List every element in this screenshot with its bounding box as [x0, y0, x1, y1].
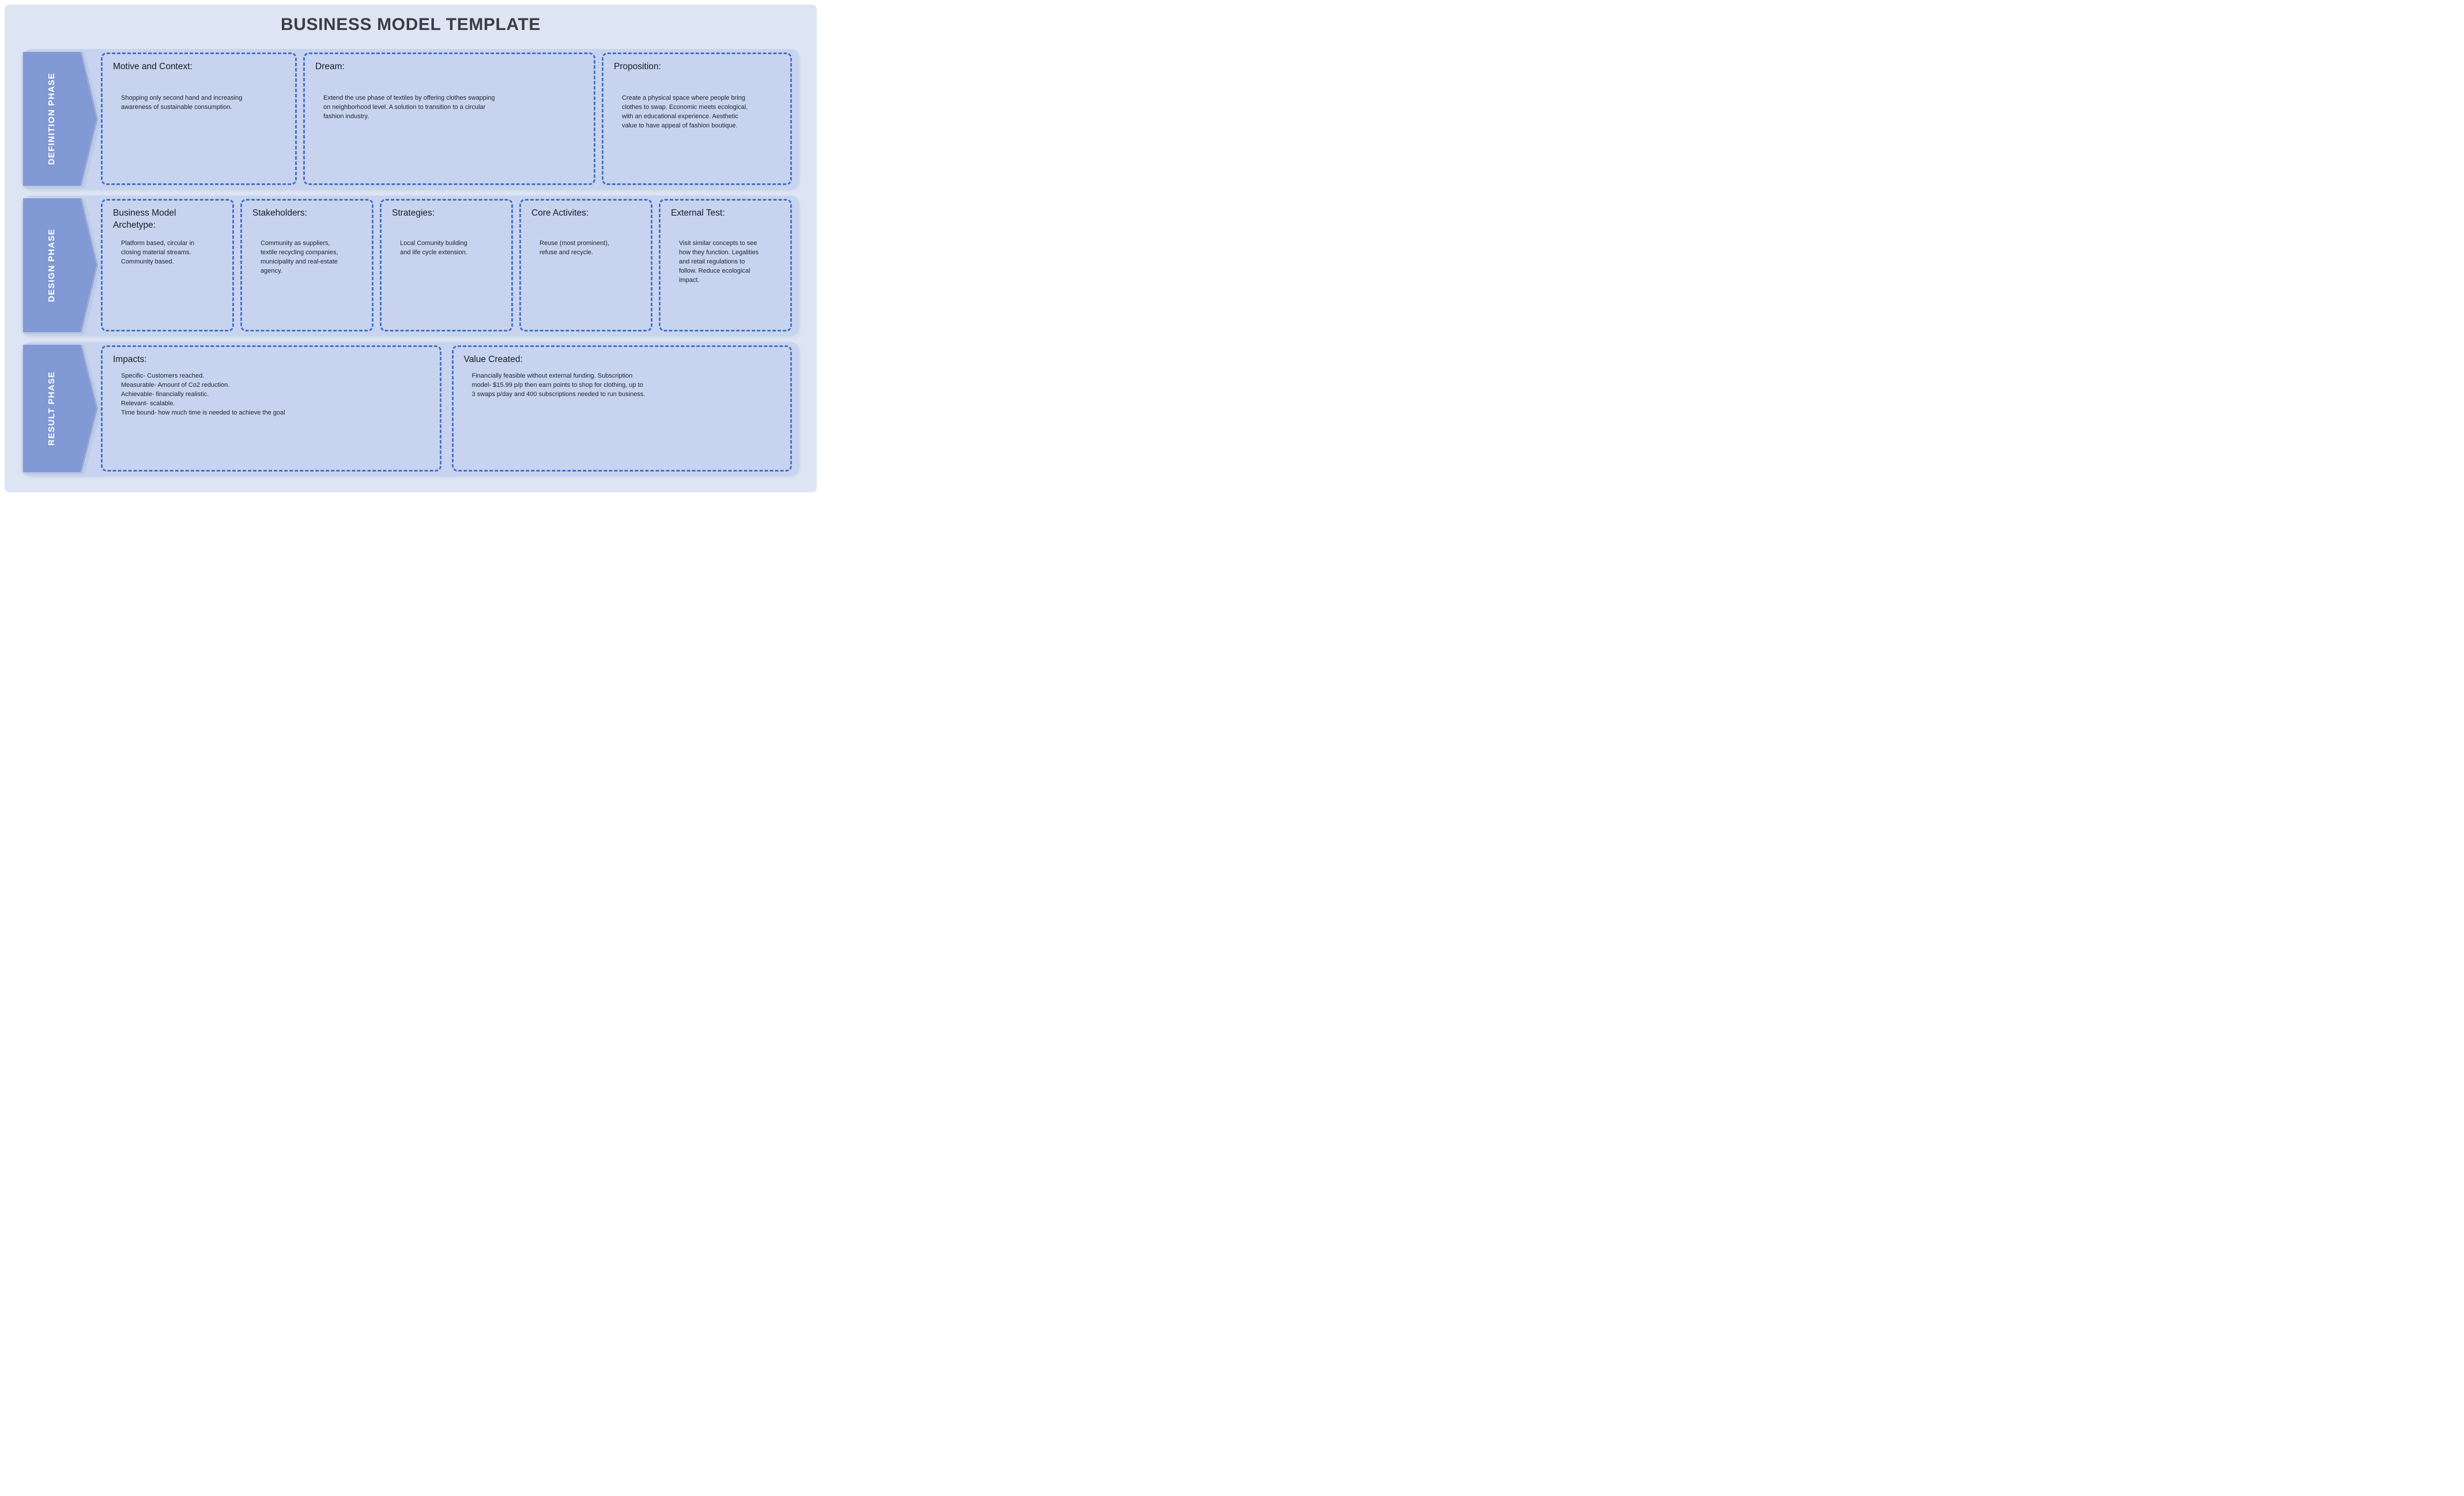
result-phase-boxes: Impacts: Specific- Customers reached. Me… — [101, 345, 792, 472]
design-phase-band: DESIGN PHASE Business Model Archetype: P… — [22, 195, 799, 335]
box-heading: Core Activites: — [531, 208, 589, 218]
strategies-box: Strategies: Local Comunity building and … — [380, 199, 513, 331]
box-body: Platform based, circular in closing mate… — [121, 240, 195, 265]
definition-phase-label: DEFINITION PHASE — [47, 72, 56, 165]
box-body: Extend the use phase of textiles by offe… — [323, 94, 495, 120]
stakeholders-box: Stakeholders: Community as suppliers, te… — [240, 199, 373, 331]
box-body: Create a physical space where people bri… — [622, 94, 748, 129]
box-heading: Motive and Context: — [113, 62, 193, 71]
external-test-box: External Test: Visit similar concepts to… — [659, 199, 792, 331]
box-heading: Dream: — [315, 62, 345, 71]
result-phase-arrow: RESULT PHASE — [23, 345, 100, 472]
template-panel: BUSINESS MODEL TEMPLATE DEFINITION PHASE… — [5, 5, 817, 492]
definition-phase-arrow: DEFINITION PHASE — [23, 52, 100, 186]
core-activities-box: Core Activites: Reuse (most prominent), … — [519, 199, 652, 331]
business-model-template-page: BUSINESS MODEL TEMPLATE DEFINITION PHASE… — [0, 0, 821, 499]
box-body: Shopping only second hand and increasing… — [121, 94, 243, 111]
box-heading: External Test: — [671, 208, 725, 218]
box-body: Local Comunity building and life cycle e… — [400, 240, 467, 256]
design-phase-arrow: DESIGN PHASE — [23, 198, 100, 332]
box-heading: Proposition: — [614, 62, 661, 71]
result-phase-label: RESULT PHASE — [47, 371, 56, 446]
box-body: Reuse (most prominent), refuse and recyc… — [539, 240, 610, 256]
value-created-box: Value Created: Financially feasible with… — [451, 345, 792, 472]
box-heading: Value Created: — [463, 355, 523, 364]
box-body: Visit similar concepts to see how they f… — [679, 240, 759, 284]
dream-box: Dream: Extend the use phase of textiles … — [303, 52, 595, 185]
box-heading: Strategies: — [392, 208, 435, 218]
definition-phase-band: DEFINITION PHASE Motive and Context: Sho… — [22, 49, 799, 189]
design-phase-boxes: Business Model Archetype: Platform based… — [101, 199, 792, 331]
motive-and-context-box: Motive and Context: Shopping only second… — [101, 52, 297, 185]
box-heading: Stakeholders: — [252, 208, 307, 218]
box-body: Specific- Customers reached. Measurable-… — [121, 372, 285, 416]
business-model-archetype-box: Business Model Archetype: Platform based… — [101, 199, 234, 331]
box-body: Financially feasible without external fu… — [471, 372, 646, 398]
arrow-main-chevron — [23, 198, 96, 332]
box-body: Community as suppliers, textile recyclin… — [261, 240, 338, 274]
page-title: BUSINESS MODEL TEMPLATE — [280, 15, 541, 34]
arrow-main-chevron — [23, 52, 96, 186]
box-heading: Business Model Archetype: — [113, 208, 176, 230]
definition-phase-boxes: Motive and Context: Shopping only second… — [101, 52, 792, 185]
result-phase-band: RESULT PHASE Impacts: Specific- Customer… — [22, 342, 799, 475]
box-heading: Impacts: — [113, 355, 147, 364]
impacts-box: Impacts: Specific- Customers reached. Me… — [101, 345, 442, 472]
arrow-main-chevron — [23, 345, 96, 472]
design-phase-label: DESIGN PHASE — [47, 228, 56, 302]
proposition-box: Proposition: Create a physical space whe… — [602, 52, 792, 185]
